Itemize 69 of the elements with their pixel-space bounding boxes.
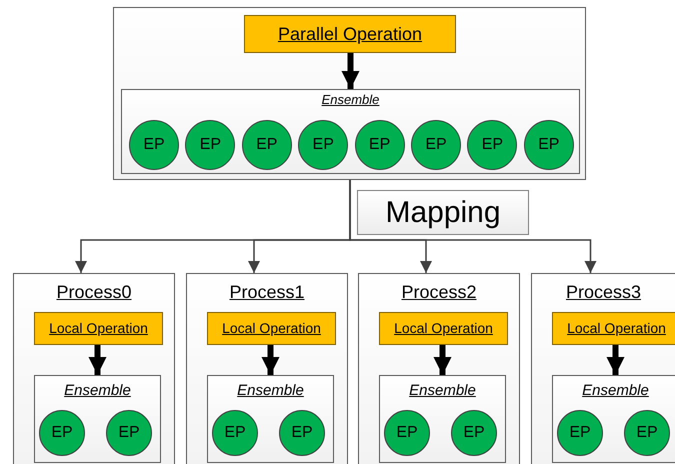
ep-label: EP	[198, 135, 222, 155]
process-title: Process0	[55, 282, 133, 304]
group-panel	[113, 7, 586, 180]
arrow	[342, 53, 360, 89]
ep-label: EP	[537, 135, 560, 155]
group-panel	[358, 273, 520, 464]
group-panel	[13, 273, 175, 464]
process-title: Process1	[228, 282, 306, 304]
arrow	[349, 180, 596, 273]
ep-circle	[39, 410, 85, 456]
ep-circle	[298, 120, 348, 170]
ensemble-title: Ensemble	[320, 92, 380, 108]
ep-label: EP	[312, 135, 335, 155]
ensemble-box	[552, 375, 675, 463]
operation-box	[34, 312, 163, 345]
group-panel	[531, 273, 675, 464]
ep-label: EP	[480, 135, 504, 155]
ep-label: EP	[290, 423, 314, 443]
ep-label: EP	[635, 423, 659, 443]
ensemble-title: Ensemble	[236, 382, 305, 400]
ensemble-box	[207, 375, 334, 463]
ep-label: EP	[424, 135, 448, 155]
ep-circle	[212, 410, 258, 456]
ensemble-box	[34, 375, 161, 463]
ep-circle	[242, 120, 292, 170]
ep-circle	[624, 410, 670, 456]
ep-circle	[354, 120, 405, 170]
operation-label: Local Operation	[393, 319, 494, 338]
operation-label: Local Operation	[221, 319, 322, 338]
ep-label: EP	[255, 135, 278, 155]
mapping-box	[357, 190, 529, 235]
operation-label: Local Operation	[566, 319, 667, 338]
ep-circle	[557, 410, 603, 456]
arrow	[88, 345, 106, 375]
ensemble-box	[121, 89, 580, 174]
mapping-label: Mapping	[384, 195, 502, 231]
operation-box	[552, 312, 675, 345]
operation-label: Local Operation	[48, 319, 149, 338]
operation-label: Parallel Operation	[276, 23, 424, 46]
ep-label: EP	[223, 423, 247, 443]
operation-box	[207, 312, 336, 345]
ensemble-title: Ensemble	[408, 382, 477, 400]
process-title: Process2	[400, 282, 478, 304]
operation-box	[379, 312, 508, 345]
ep-circle	[451, 410, 497, 456]
process-title: Process3	[564, 282, 642, 304]
arrow	[434, 345, 452, 375]
ep-label: EP	[568, 423, 592, 443]
ep-label: EP	[50, 423, 74, 443]
ep-label: EP	[117, 423, 141, 443]
ep-circle	[384, 410, 430, 456]
ep-circle	[106, 410, 152, 456]
ep-circle	[467, 120, 518, 170]
ep-circle	[411, 120, 461, 170]
ensemble-title: Ensemble	[581, 382, 650, 400]
ep-circle	[524, 120, 574, 170]
ep-circle	[279, 410, 325, 456]
ep-label: EP	[395, 423, 419, 443]
ensemble-box	[379, 375, 506, 463]
ep-label: EP	[368, 135, 392, 155]
group-panel	[186, 273, 348, 464]
ep-label: EP	[462, 423, 486, 443]
ep-circle	[185, 120, 236, 170]
ep-circle	[129, 120, 179, 170]
ensemble-title: Ensemble	[63, 382, 132, 400]
arrow	[606, 345, 624, 375]
arrow	[262, 345, 280, 375]
ep-label: EP	[142, 135, 166, 155]
operation-box	[244, 15, 456, 53]
